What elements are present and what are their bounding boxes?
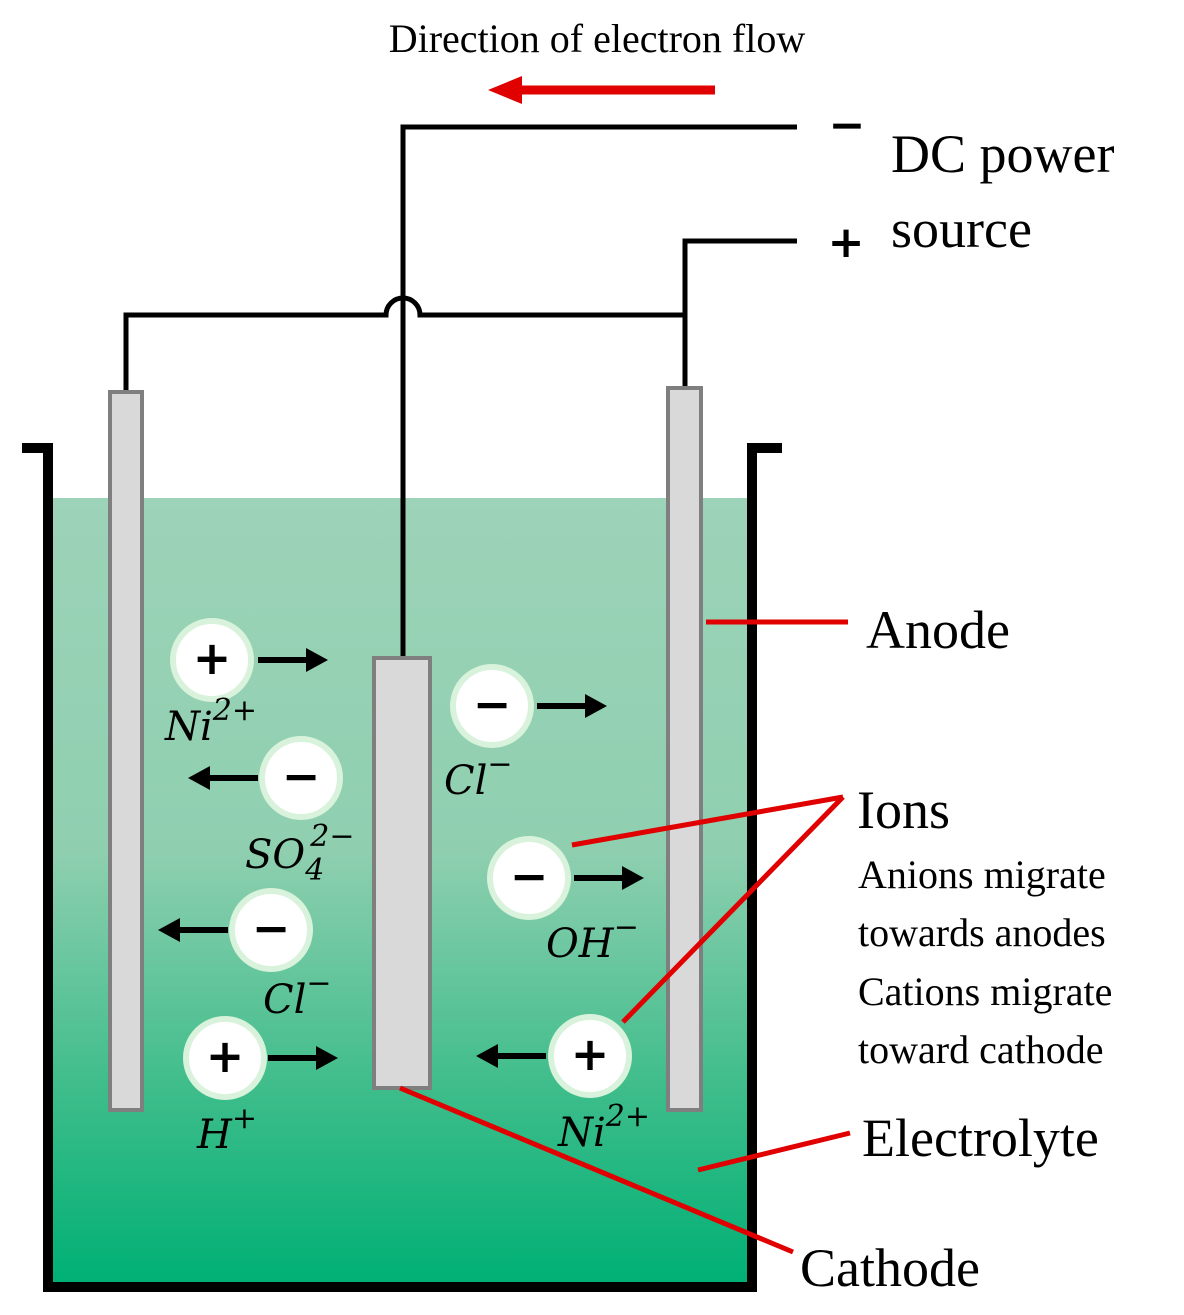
ion-ni-right: + Ni2+ xyxy=(476,1014,650,1156)
ion-cl-right: −Cl− xyxy=(444,664,607,804)
migration-arrow-head xyxy=(158,918,180,942)
ions-layer: +Ni2+−SO42−−Cl−+H+−Cl−−OH−+Ni2+ xyxy=(158,618,650,1158)
plus-terminal-sign: + xyxy=(828,217,865,268)
anion-charge-sign: − xyxy=(473,677,512,731)
cation-charge-sign: + xyxy=(571,1027,610,1081)
ion-circle xyxy=(487,836,571,920)
ion-formula-charge: 2− xyxy=(309,819,354,854)
ion-formula-label: Cl− xyxy=(444,747,513,804)
migration-arrow-head xyxy=(622,866,644,890)
migration-arrow-head xyxy=(188,766,210,790)
minus-terminal-sign: − xyxy=(829,100,866,151)
ion-circle xyxy=(259,736,343,820)
ion-formula-base: SO xyxy=(245,832,305,878)
ion-h: +H+ xyxy=(183,1016,338,1158)
ion-circle xyxy=(450,664,534,748)
ion-formula-label: OH− xyxy=(546,910,639,967)
ion-formula-charge: + xyxy=(232,1101,257,1136)
ion-ni-left: + Ni2+ xyxy=(164,618,328,750)
ion-oh: −OH− xyxy=(487,836,644,967)
ion-formula-label: SO42− xyxy=(245,819,355,888)
ion-formula-label: Ni2+ xyxy=(557,1099,650,1156)
migration-arrow-head xyxy=(316,1046,338,1070)
power-source-label-line2: source xyxy=(891,199,1032,259)
migration-arrow-head xyxy=(585,694,607,718)
left-anode-rod xyxy=(108,390,144,1112)
ion-formula-subscript: 4 xyxy=(304,853,324,888)
electrolyte-label: Electrolyte xyxy=(862,1108,1099,1168)
anode-label: Anode xyxy=(866,600,1010,660)
ion-circle xyxy=(548,1014,632,1098)
migration-arrow-head xyxy=(476,1044,498,1068)
ions-note-line1: Anions migrate xyxy=(858,852,1106,897)
anode-wire xyxy=(682,238,797,388)
anion-charge-sign: − xyxy=(282,749,321,803)
cathode-plate xyxy=(372,656,432,1090)
ions-label-line-anion xyxy=(571,794,844,848)
electron-flow-title: Direction of electron flow xyxy=(389,16,806,61)
right-anode-rod xyxy=(666,386,703,1112)
cation-charge-sign: + xyxy=(193,631,232,685)
electrolyte-label-line xyxy=(697,1130,851,1173)
migration-arrow-head xyxy=(306,648,328,672)
ions-label-line-cation xyxy=(621,795,845,1024)
ions-label: Ions xyxy=(857,780,950,840)
ion-formula-base: Cl xyxy=(444,758,487,804)
ion-cl-left: −Cl− xyxy=(158,888,332,1023)
cation-charge-sign: + xyxy=(206,1029,245,1083)
ion-formula-base: H xyxy=(196,1112,233,1158)
ion-formula-base: Cl xyxy=(263,977,306,1023)
anion-charge-sign: − xyxy=(510,849,549,903)
ion-formula-base: OH xyxy=(546,921,615,967)
ion-formula-charge: − xyxy=(614,910,639,945)
ions-note-line3: Cations migrate xyxy=(858,969,1112,1014)
ion-formula-base: Ni xyxy=(164,704,213,750)
beaker xyxy=(22,443,782,1292)
anode-bridge-wire xyxy=(123,295,685,392)
ion-formula-charge: − xyxy=(306,966,331,1001)
label-lines xyxy=(399,619,851,1255)
ion-circle xyxy=(229,888,313,972)
cathode-label-line xyxy=(399,1085,794,1255)
ions-note-line2: towards anodes xyxy=(858,910,1106,955)
ion-circle xyxy=(170,618,254,702)
cathode-label: Cathode xyxy=(800,1238,980,1298)
electron-flow-arrow xyxy=(488,76,715,104)
ions-note-line4: toward cathode xyxy=(858,1027,1103,1072)
ion-formula-label: Cl− xyxy=(263,966,332,1023)
ion-so4: − SO42− xyxy=(188,736,355,888)
wires xyxy=(123,124,797,658)
ion-formula-label: H+ xyxy=(196,1101,257,1158)
ion-formula-charge: 2+ xyxy=(605,1099,650,1134)
anion-charge-sign: − xyxy=(252,901,291,955)
ion-formula-charge: 2+ xyxy=(212,693,257,728)
ion-formula-base: Ni xyxy=(557,1110,606,1156)
cathode-wire xyxy=(400,124,797,658)
ion-formula-charge: − xyxy=(487,747,512,782)
ion-formula-label: Ni2+ xyxy=(164,693,257,750)
ion-circle xyxy=(183,1016,267,1100)
power-source-label-line1: DC power xyxy=(891,124,1114,184)
